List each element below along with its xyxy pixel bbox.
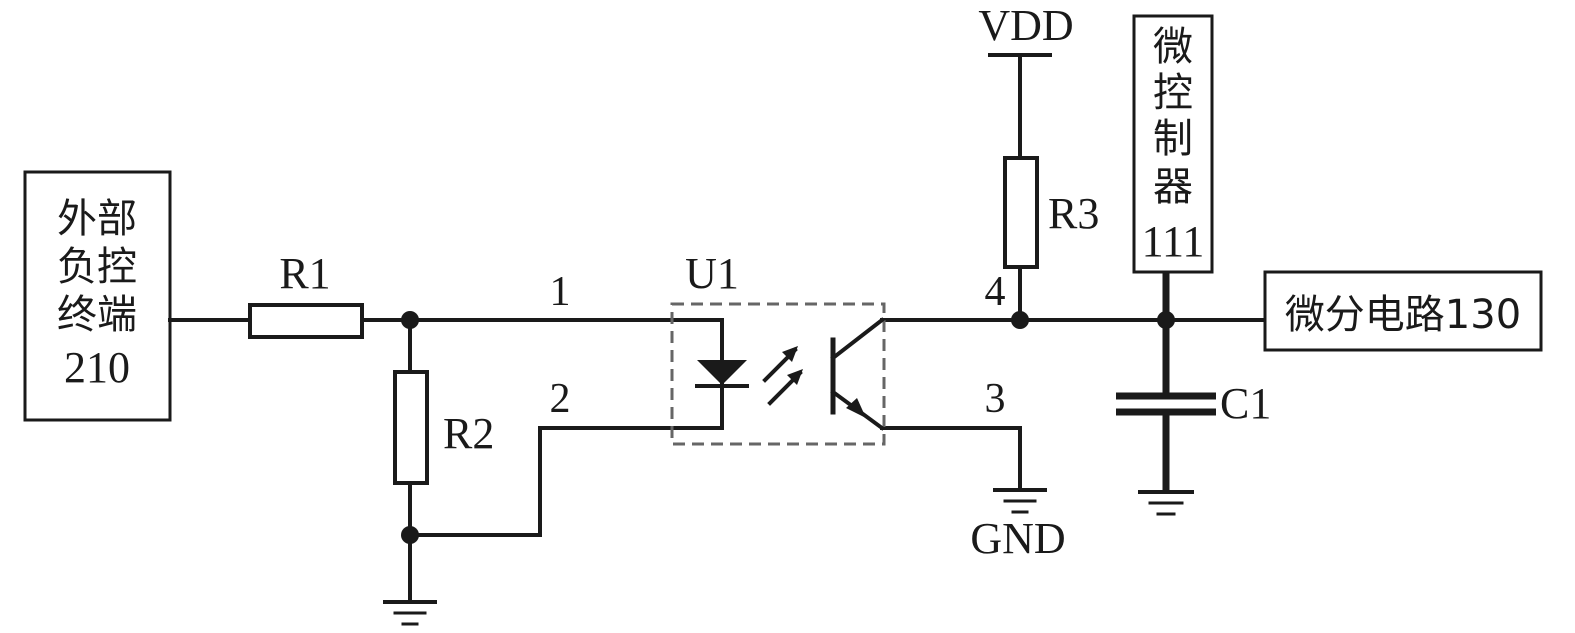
resistor-r2: [393, 370, 429, 485]
junction-node: [1157, 311, 1175, 329]
pin-3-label: 3: [985, 376, 1006, 422]
external-terminal-box: [23, 170, 172, 422]
external-terminal-label-line1: 外部: [57, 196, 137, 242]
resistor-r1: [248, 303, 364, 339]
light-arrows-icon: [762, 346, 803, 406]
microcontroller-char-4: 器: [1153, 164, 1193, 210]
resistor-r3: [1003, 156, 1039, 269]
r3-label: R3: [1048, 189, 1099, 238]
u1-label: U1: [685, 249, 739, 298]
ground-icon: [993, 488, 1047, 514]
differential-circuit-box: [1263, 270, 1543, 352]
pin-1-label: 1: [550, 269, 571, 315]
external-terminal-ref: 210: [64, 343, 130, 392]
microcontroller-box: [1132, 14, 1214, 274]
junction-node: [401, 526, 419, 544]
optocoupler-u1: [670, 302, 886, 446]
differential-circuit-label: 微分电路130: [1285, 292, 1521, 338]
ground-icon: [383, 600, 437, 626]
led-symbol: [697, 360, 747, 385]
vdd-label: VDD: [978, 1, 1073, 50]
microcontroller-ref: 111: [1142, 217, 1205, 266]
ground-icon: [1138, 490, 1194, 516]
junction-node: [1011, 311, 1029, 329]
external-control-terminal-block: 外部 负控 终端 210: [23, 170, 172, 422]
wires: [168, 53, 1267, 602]
phototransistor-symbol: [830, 317, 885, 431]
r2-label: R2: [443, 409, 494, 458]
optocoupler-outline: [670, 302, 886, 446]
external-terminal-label-line2: 负控: [57, 244, 137, 290]
pin-4-label: 4: [985, 269, 1006, 315]
r1-label: R1: [279, 249, 330, 298]
microcontroller-char-2: 控: [1153, 70, 1193, 116]
capacitor-c1: [1116, 392, 1216, 416]
microcontroller-char-1: 微: [1153, 24, 1193, 70]
external-terminal-label-line3: 终端: [57, 292, 137, 338]
differential-circuit-block: 微分电路130: [1263, 270, 1543, 352]
junction-node: [401, 311, 419, 329]
gnd-label: GND: [970, 514, 1065, 563]
pin-2-label: 2: [550, 376, 571, 422]
microcontroller-block: 微 控 制 器 111: [1132, 14, 1214, 274]
c1-label: C1: [1220, 379, 1271, 428]
microcontroller-char-3: 制: [1153, 116, 1193, 162]
